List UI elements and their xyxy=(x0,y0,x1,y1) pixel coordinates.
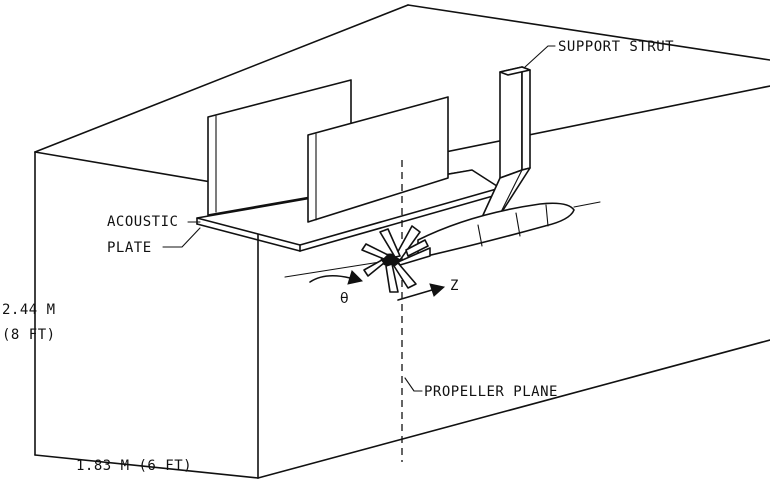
width-label: 1.83 M (6 FT) xyxy=(76,458,192,474)
height-imperial-label: (8 FT) xyxy=(2,327,56,343)
theta-label: θ xyxy=(340,291,349,307)
leader-lines xyxy=(162,45,556,392)
support-strut xyxy=(477,66,531,227)
z-axis-label: Z xyxy=(450,278,459,294)
propeller xyxy=(361,225,431,293)
acoustic-plate-label-line2: PLATE xyxy=(107,240,152,256)
acoustic-plate xyxy=(196,79,501,252)
theta-rotation-arrow xyxy=(309,270,364,285)
propeller-plane-label: PROPELLER PLANE xyxy=(424,384,558,400)
height-metric-label: 2.44 M xyxy=(2,302,56,318)
support-strut-label: SUPPORT STRUT xyxy=(558,39,674,55)
nacelle-body xyxy=(284,201,601,278)
acoustic-plate-label-line1: ACOUSTIC xyxy=(107,214,178,230)
z-axis-arrow xyxy=(397,283,446,301)
test-section-box xyxy=(34,4,770,479)
